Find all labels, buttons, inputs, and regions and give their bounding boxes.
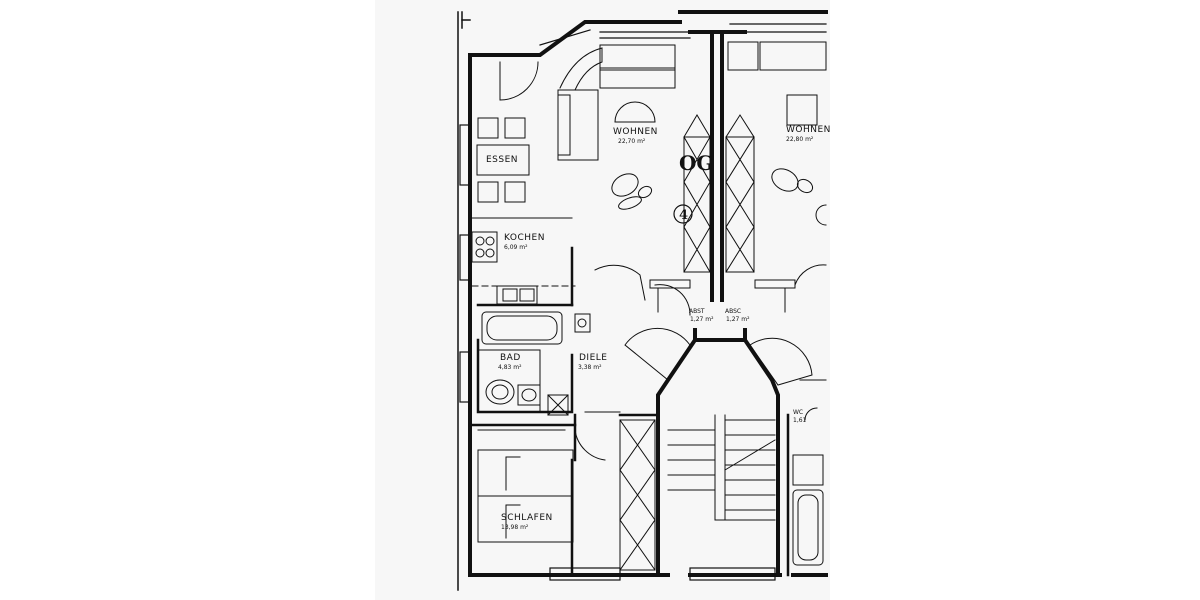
- staircase: [667, 414, 776, 521]
- top-windows: [539, 23, 827, 46]
- doors: [499, 61, 827, 461]
- shaft-left: [683, 114, 711, 273]
- kitchen-fixtures: [471, 231, 538, 305]
- room-schlafen-area: 13,98 m²: [501, 524, 529, 531]
- room-abst-left-label: ABST: [689, 308, 705, 315]
- room-abst-right-area: 1,27 m²: [726, 316, 750, 323]
- room-wohnen-label: WOHNEN: [613, 127, 658, 137]
- bed: [477, 449, 574, 543]
- shaft-right: [725, 114, 755, 273]
- sofa: [557, 44, 676, 161]
- unit-marker-circle: [673, 204, 693, 224]
- neighbor-wc-area: 1,61: [793, 417, 807, 424]
- floor-label: OG: [679, 151, 714, 175]
- exterior-walls: [468, 10, 828, 577]
- neighbor-furniture: [727, 41, 827, 566]
- room-abst-right-label: ABSC: [725, 308, 741, 315]
- room-diele-label: DIELE: [579, 353, 607, 363]
- plan-sheet: [375, 0, 830, 600]
- neighbor-wc-label: WC: [793, 409, 803, 416]
- bottom-windows: [549, 567, 776, 581]
- bath-fixtures: [481, 311, 591, 416]
- room-wohnen-area: 22,70 m²: [618, 138, 646, 145]
- room-schlafen-label: SCHLAFEN: [501, 513, 553, 523]
- neighbor-wohnen-area: 22,80 m²: [786, 136, 814, 143]
- dining-set: [476, 117, 530, 203]
- party-walls: [656, 30, 780, 577]
- coffee-table: [614, 101, 656, 123]
- left-windows: [459, 124, 471, 403]
- room-diele-area: 3,38 m²: [578, 364, 602, 371]
- wardrobe: [619, 419, 656, 571]
- left-facade-thin: [457, 11, 471, 591]
- neighbor-wohnen-label: WOHNEN: [786, 125, 831, 135]
- storage-doors: [649, 279, 796, 313]
- unit-number: 4: [679, 208, 688, 223]
- thin-partitions: [471, 217, 621, 431]
- room-bad-label: BAD: [500, 353, 521, 363]
- room-kochen-label: KOCHEN: [504, 233, 545, 243]
- room-bad-area: 4,83 m²: [498, 364, 522, 371]
- room-kochen-area: 6,09 m²: [504, 244, 528, 251]
- room-essen-label: ESSEN: [486, 155, 518, 165]
- interior-walls: [468, 246, 790, 577]
- room-abst-left-area: 1,27 m²: [690, 316, 714, 323]
- armchairs: [611, 173, 653, 210]
